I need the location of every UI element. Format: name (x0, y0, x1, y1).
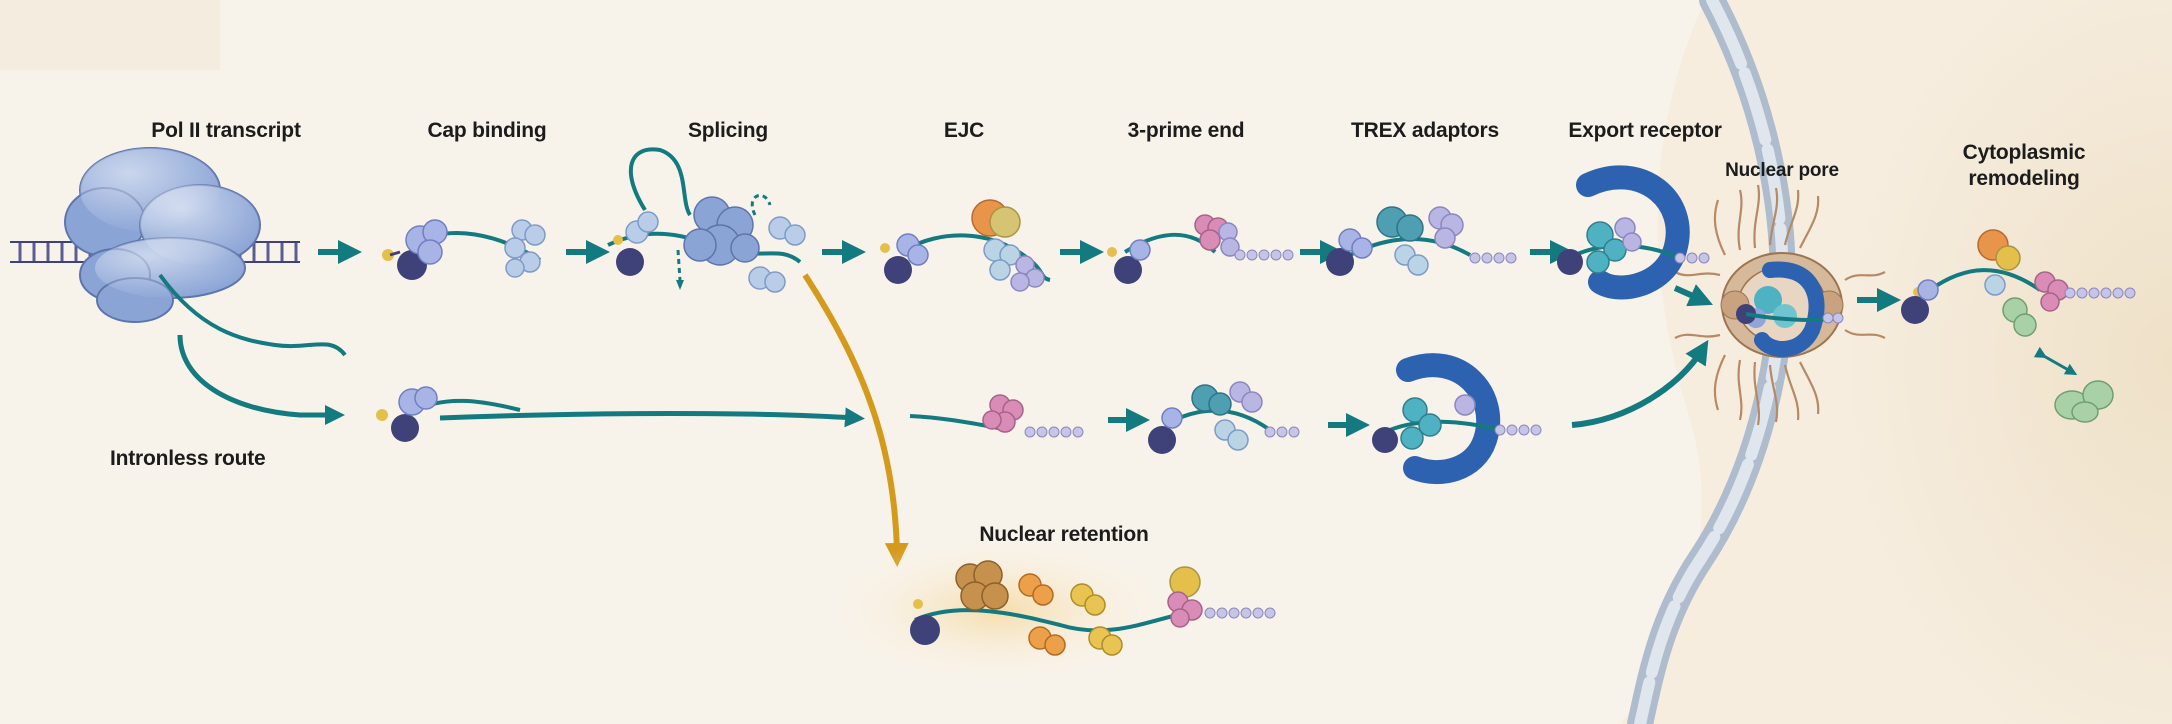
retention-arrow (802, 273, 909, 567)
bottom-row-arrows (1108, 339, 1709, 437)
trex-mrnp (1326, 206, 1517, 276)
nuclear-envelope (1627, 0, 1796, 724)
cytoplasmic-mrnp (1901, 229, 2136, 423)
label-nuclear-retention: Nuclear retention (979, 523, 1149, 546)
pol2-complex (10, 147, 347, 357)
label-cap-binding: Cap binding (427, 119, 547, 142)
label-nuclear-pore: Nuclear pore (1725, 160, 1839, 181)
ejc-mrnp (880, 199, 1051, 292)
intronless-cap-complex (376, 386, 521, 442)
intronless-3prime-complex (909, 394, 1084, 438)
nuclear-pore (1674, 184, 1886, 426)
intronless-trex-complex (1148, 381, 1300, 454)
cytoplasm-region (1620, 0, 2172, 724)
label-intronless-route: Intronless route (110, 447, 266, 470)
label-3prime-end: 3-prime end (1127, 119, 1245, 142)
intronless-long-rna (439, 407, 865, 428)
top-row-arrows (318, 240, 1901, 312)
label-pol2-transcript: Pol II transcript (151, 119, 301, 142)
retention-complex (820, 535, 1276, 685)
corner-patch (0, 0, 220, 70)
label-export-receptor: Export receptor (1568, 119, 1722, 142)
label-trex-adaptors: TREX adaptors (1351, 119, 1499, 142)
cap-binding-mrnp (382, 219, 546, 280)
intronless-export-complex (1372, 353, 1542, 485)
spliceosome (607, 147, 806, 293)
label-cytoplasmic-line1: Cytoplasmic (1962, 141, 2086, 164)
three-prime-mrnp (1107, 214, 1294, 284)
export-receptor-mrnp (1557, 165, 1710, 300)
label-cytoplasmic-line2: remodeling (1968, 167, 2080, 190)
intronless-branch-arrow (177, 334, 345, 425)
label-splicing: Splicing (687, 119, 769, 142)
label-ejc: EJC (943, 119, 985, 142)
